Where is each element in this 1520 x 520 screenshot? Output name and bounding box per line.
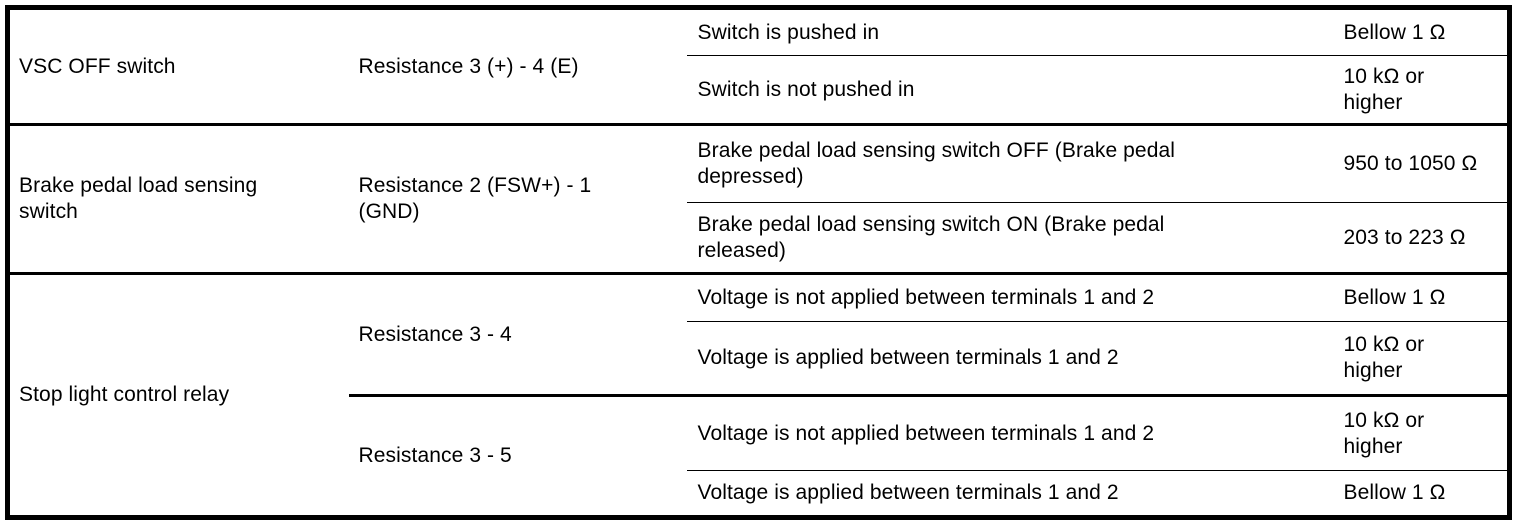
specified-condition-value: 10 kΩ or higher bbox=[1343, 408, 1425, 458]
specified-condition-value: 10 kΩ or higher bbox=[1343, 333, 1425, 382]
specified-condition-cell: 10 kΩ or higher bbox=[1334, 321, 1510, 396]
measurement-cell: Resistance 2 (FSW+) - 1 (GND) bbox=[348, 123, 687, 274]
measurement-label: Resistance 3 - 5 bbox=[358, 444, 512, 467]
condition-cell: Brake pedal load sensing switch OFF (Bra… bbox=[686, 123, 1335, 203]
measurement-cell: Resistance 3 - 4 bbox=[348, 272, 687, 396]
specified-condition-cell: Bellow 1 Ω bbox=[1334, 272, 1510, 322]
component-label: Stop light control relay bbox=[19, 383, 230, 406]
component-cell: VSC OFF switch bbox=[7, 7, 349, 125]
condition-cell: Brake pedal load sensing switch ON (Brak… bbox=[686, 202, 1335, 274]
condition-cell: Voltage is not applied between terminals… bbox=[686, 272, 1335, 322]
condition-label: Switch is pushed in bbox=[697, 20, 880, 44]
specified-condition-cell: 950 to 1050 Ω bbox=[1334, 123, 1510, 203]
specified-condition-value: Bellow 1 Ω bbox=[1343, 481, 1446, 504]
condition-cell: Switch is not pushed in bbox=[686, 55, 1335, 125]
table-row: VSC OFF switch Resistance 3 (+) - 4 (E) … bbox=[7, 7, 1510, 125]
component-label: Brake pedal load sensing switch bbox=[19, 174, 258, 223]
inspection-spec-table: VSC OFF switch Resistance 3 (+) - 4 (E) … bbox=[5, 5, 1512, 520]
table-row: Voltage is applied between terminals 1 a… bbox=[8, 321, 1510, 396]
specified-condition-value: 10 kΩ or higher bbox=[1343, 64, 1425, 114]
table-row: Brake pedal load sensing switch Resistan… bbox=[7, 123, 1510, 274]
specified-condition-cell: Bellow 1 Ω bbox=[1334, 470, 1510, 518]
measurement-label: Resistance 3 - 4 bbox=[358, 322, 512, 346]
specified-condition-cell: Bellow 1 Ω bbox=[1334, 7, 1510, 56]
condition-label: Brake pedal load sensing switch OFF (Bra… bbox=[697, 139, 1176, 188]
table-row: Stop light control relay Resistance 3 - … bbox=[7, 272, 1510, 518]
measurement-cell: Resistance 3 - 5 bbox=[348, 394, 687, 518]
component-label: VSC OFF switch bbox=[19, 54, 176, 78]
table-row: Brake pedal load sensing switch ON (Brak… bbox=[8, 202, 1510, 274]
component-cell: Stop light control relay bbox=[7, 272, 349, 518]
specified-condition-value: Bellow 1 Ω bbox=[1343, 20, 1446, 44]
measurement-label: Resistance 3 (+) - 4 (E) bbox=[358, 54, 579, 78]
component-cell: Brake pedal load sensing switch bbox=[7, 123, 349, 274]
table-row: Resistance 3 - 5 Voltage is not applied … bbox=[8, 394, 1510, 518]
table-row: Switch is not pushed in 10 kΩ or higher bbox=[8, 55, 1510, 125]
condition-cell: Switch is pushed in bbox=[686, 7, 1335, 56]
specified-condition-cell: 10 kΩ or higher bbox=[1334, 55, 1510, 125]
spec-table-container: VSC OFF switch Resistance 3 (+) - 4 (E) … bbox=[5, 5, 1512, 520]
specified-condition-value: Bellow 1 Ω bbox=[1343, 286, 1446, 309]
condition-cell: Voltage is applied between terminals 1 a… bbox=[686, 321, 1335, 396]
condition-cell: Voltage is applied between terminals 1 a… bbox=[686, 470, 1335, 518]
specified-condition-cell: 203 to 223 Ω bbox=[1334, 202, 1510, 274]
condition-cell: Voltage is not applied between terminals… bbox=[686, 394, 1335, 471]
condition-label: Brake pedal load sensing switch ON (Brak… bbox=[697, 212, 1165, 262]
measurement-cell: Resistance 3 (+) - 4 (E) bbox=[348, 7, 687, 125]
condition-label: Voltage is applied between terminals 1 a… bbox=[697, 481, 1119, 504]
condition-label: Voltage is not applied between terminals… bbox=[697, 286, 1155, 309]
condition-label: Voltage is not applied between terminals… bbox=[697, 421, 1155, 445]
condition-label: Voltage is applied between terminals 1 a… bbox=[697, 346, 1119, 369]
specified-condition-value: 203 to 223 Ω bbox=[1343, 225, 1466, 249]
measurement-label: Resistance 2 (FSW+) - 1 (GND) bbox=[358, 174, 592, 223]
condition-label: Switch is not pushed in bbox=[697, 77, 915, 101]
specified-condition-cell: 10 kΩ or higher bbox=[1334, 394, 1510, 471]
specified-condition-value: 950 to 1050 Ω bbox=[1343, 152, 1478, 175]
